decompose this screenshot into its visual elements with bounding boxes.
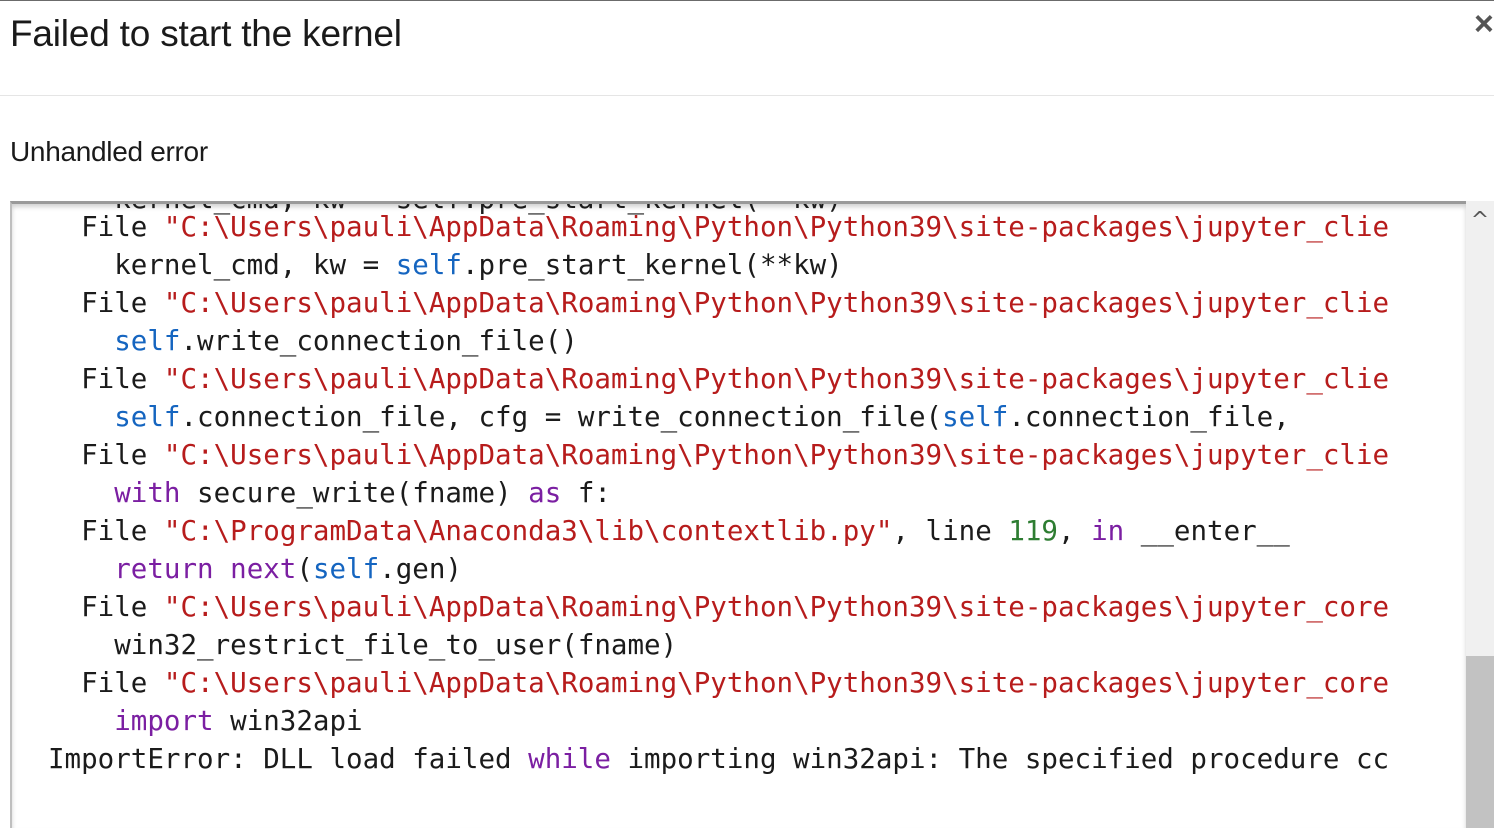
traceback-line: self.write_connection_file(): [48, 322, 1438, 360]
traceback-line: File "C:\Users\pauli\AppData\Roaming\Pyt…: [48, 208, 1438, 246]
traceback-token-plain: win32api: [213, 705, 363, 737]
traceback-token-plain: f:: [561, 477, 611, 509]
traceback-token-plain: .pre_start_kernel(**kw): [461, 249, 843, 281]
traceback-line: ImportError: DLL load failed while impor…: [48, 740, 1438, 778]
traceback-token-plain: .gen): [379, 553, 462, 585]
traceback-indent: [48, 667, 81, 699]
traceback-indent: [48, 553, 114, 585]
traceback-indent: [48, 249, 114, 281]
traceback-token-kw: as: [528, 477, 562, 509]
traceback-line: File "C:\Users\pauli\AppData\Roaming\Pyt…: [48, 360, 1438, 398]
close-icon[interactable]: ×: [1474, 5, 1494, 43]
traceback-line: return next(self.gen): [48, 550, 1438, 588]
traceback-token-plain: , line: [892, 515, 1009, 547]
traceback-indent: [48, 287, 81, 319]
traceback-code: File "C:\Users\pauli\AppData\Roaming\Pyt…: [48, 208, 1438, 778]
traceback-token-kw: while: [528, 743, 611, 775]
traceback-token-str: "C:\Users\pauli\AppData\Roaming\Python\P…: [163, 667, 1390, 699]
traceback-indent: [48, 401, 114, 433]
traceback-indent: [48, 363, 81, 395]
traceback-indent: [48, 477, 114, 509]
traceback-indent: [48, 211, 81, 243]
traceback-token-self: self: [114, 325, 181, 357]
dialog-header: Failed to start the kernel ×: [0, 1, 1494, 96]
traceback-token-plain: __enter__: [1124, 515, 1290, 547]
traceback-token-plain: .connection_file,: [1008, 401, 1290, 433]
scrollbar-thumb[interactable]: [1466, 656, 1494, 828]
traceback-indent: [48, 705, 114, 737]
traceback-line: self.connection_file, cfg = write_connec…: [48, 398, 1438, 436]
traceback-token-plain: File: [81, 287, 164, 319]
traceback-token-plain: [214, 553, 231, 585]
traceback-line: win32_restrict_file_to_user(fname): [48, 626, 1438, 664]
clipped-traceback-line: kernel_cmd, kw = self.pre_start_kernel(*…: [48, 204, 843, 218]
traceback-token-self: self: [312, 553, 380, 585]
traceback-indent: [48, 325, 114, 357]
traceback-line: File "C:\Users\pauli\AppData\Roaming\Pyt…: [48, 284, 1438, 322]
traceback-token-kw: next: [230, 553, 297, 585]
traceback-token-kw: in: [1091, 515, 1125, 547]
traceback-token-str: "C:\ProgramData\Anaconda3\lib\contextlib…: [163, 515, 893, 547]
traceback-token-plain: .write_connection_file(): [180, 325, 578, 357]
traceback-token-self: self: [114, 401, 181, 433]
traceback-line: import win32api: [48, 702, 1438, 740]
traceback-indent: [48, 629, 114, 661]
traceback-indent: [48, 515, 81, 547]
traceback-panel[interactable]: kernel_cmd, kw = self.pre_start_kernel(*…: [10, 201, 1466, 828]
traceback-token-plain: .connection_file, cfg = write_connection…: [180, 401, 943, 433]
traceback-token-str: "C:\Users\pauli\AppData\Roaming\Python\P…: [163, 439, 1390, 471]
traceback-token-str: "C:\Users\pauli\AppData\Roaming\Python\P…: [163, 363, 1390, 395]
traceback-token-kw: import: [114, 705, 214, 737]
traceback-token-plain: ,: [1057, 515, 1092, 547]
traceback-line: File "C:\ProgramData\Anaconda3\lib\conte…: [48, 512, 1438, 550]
traceback-token-plain: (: [296, 553, 313, 585]
traceback-token-self: self: [942, 401, 1009, 433]
traceback-token-plain: ImportError: DLL load failed: [48, 743, 529, 775]
traceback-line: File "C:\Users\pauli\AppData\Roaming\Pyt…: [48, 588, 1438, 626]
traceback-line: File "C:\Users\pauli\AppData\Roaming\Pyt…: [48, 436, 1438, 474]
traceback-token-plain: File: [81, 667, 164, 699]
traceback-token-plain: File: [81, 591, 164, 623]
scroll-up-arrow-icon[interactable]: ^: [1470, 208, 1490, 233]
traceback-line: with secure_write(fname) as f:: [48, 474, 1438, 512]
traceback-token-plain: kernel_cmd, kw =: [114, 249, 396, 281]
traceback-indent: [48, 591, 81, 623]
traceback-token-str: "C:\Users\pauli\AppData\Roaming\Python\P…: [163, 211, 1390, 243]
traceback-line: File "C:\Users\pauli\AppData\Roaming\Pyt…: [48, 664, 1438, 702]
traceback-token-kw: with: [114, 477, 181, 509]
traceback-token-kw: return: [114, 553, 214, 585]
traceback-token-num: 119: [1008, 515, 1058, 547]
traceback-token-self: self: [395, 249, 462, 281]
error-subtitle: Unhandled error: [10, 136, 208, 167]
dialog-title: Failed to start the kernel: [10, 13, 402, 54]
traceback-token-plain: File: [81, 211, 164, 243]
traceback-token-plain: secure_write(fname): [180, 477, 529, 509]
traceback-token-plain: File: [81, 363, 164, 395]
traceback-token-str: "C:\Users\pauli\AppData\Roaming\Python\P…: [163, 591, 1390, 623]
traceback-token-plain: importing win32api: The specified proced…: [610, 743, 1390, 775]
vertical-scrollbar[interactable]: ^: [1466, 201, 1494, 828]
traceback-token-plain: win32_restrict_file_to_user(fname): [114, 629, 678, 661]
traceback-line: kernel_cmd, kw = self.pre_start_kernel(*…: [48, 246, 1438, 284]
traceback-token-str: "C:\Users\pauli\AppData\Roaming\Python\P…: [163, 287, 1390, 319]
traceback-indent: [48, 439, 81, 471]
traceback-token-plain: File: [81, 515, 164, 547]
traceback-token-plain: File: [81, 439, 164, 471]
